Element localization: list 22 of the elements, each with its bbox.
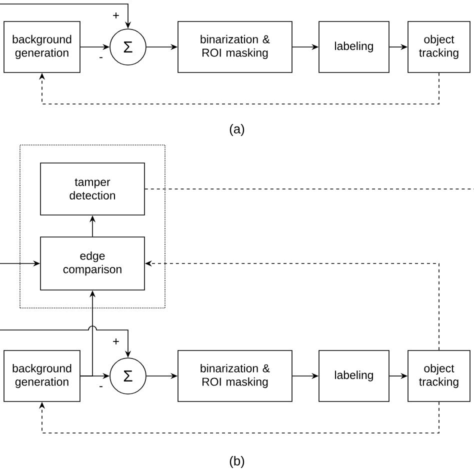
dotted-frame: [20, 144, 166, 308]
process-box: binarization & ROI masking: [178, 350, 292, 402]
process-box: binarization & ROI masking: [178, 21, 292, 73]
process-box: background generation: [4, 21, 80, 73]
sign-label: -: [100, 57, 102, 58]
process-box: labeling: [318, 350, 390, 402]
summing-junction: Σ: [110, 358, 146, 394]
summing-junction: Σ: [110, 28, 146, 66]
process-box: object tracking: [408, 21, 470, 73]
process-box: labeling: [318, 21, 390, 73]
process-box: edge comparison: [40, 236, 145, 290]
process-box: object tracking: [408, 350, 470, 402]
dashed-arrow: [38, 72, 440, 104]
dashed-arrow: [38, 402, 440, 434]
process-box: background generation: [4, 350, 80, 402]
sign-label: -: [100, 386, 102, 388]
panel-caption: (a): [230, 124, 244, 136]
process-box: tamper detection: [40, 162, 145, 216]
panel-caption: (b): [230, 456, 244, 468]
sign-label: +: [113, 338, 119, 344]
sign-label: +: [113, 12, 119, 18]
dashed-line: [144, 188, 474, 190]
